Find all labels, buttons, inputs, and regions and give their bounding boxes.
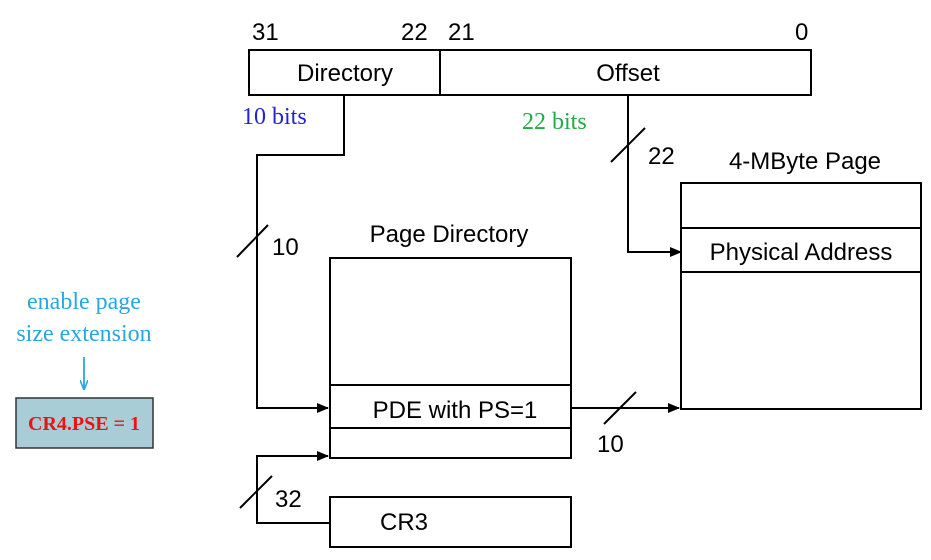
page-box <box>680 182 922 410</box>
offset-arrow <box>627 95 682 257</box>
offset-bits-label: 22 bits <box>522 109 587 135</box>
cr3-bus-width: 32 <box>275 486 302 513</box>
bit-0-label: 0 <box>795 19 808 46</box>
pde-bus-slash <box>603 391 637 425</box>
offset-field <box>439 49 812 96</box>
page-title: 4-MByte Page <box>729 148 881 175</box>
cr4-pse-label: CR4.PSE = 1 <box>28 413 140 435</box>
cr3-bus-slash <box>239 475 273 509</box>
physical-address-label: Physical Address <box>710 239 893 266</box>
bit-22-label: 22 <box>401 19 428 46</box>
offset-field-label: Offset <box>596 60 660 87</box>
directory-field-label: Directory <box>297 60 393 87</box>
bit-31-label: 31 <box>252 19 279 46</box>
directory-bus-slash <box>236 224 269 258</box>
offset-bus-width: 22 <box>648 143 675 170</box>
cr3-label: CR3 <box>380 509 428 536</box>
directory-bits-label: 10 bits <box>242 104 307 130</box>
cr4-pse-register <box>15 397 154 449</box>
page-directory-box <box>329 257 572 459</box>
pde-entry-label: PDE with PS=1 <box>373 397 538 424</box>
pde-bus-width: 10 <box>597 431 624 458</box>
bit-21-label: 21 <box>448 19 475 46</box>
cr3-box <box>329 496 572 548</box>
directory-bus-width: 10 <box>272 234 299 261</box>
directory-field <box>248 49 441 96</box>
directory-index-arrow <box>256 95 345 413</box>
cr3-to-directory-arrow <box>256 451 330 524</box>
page-directory-title: Page Directory <box>370 221 529 248</box>
offset-bus-slash <box>610 127 646 163</box>
note-line-1: enable page <box>27 289 141 315</box>
note-line-2: size extension <box>16 321 151 347</box>
